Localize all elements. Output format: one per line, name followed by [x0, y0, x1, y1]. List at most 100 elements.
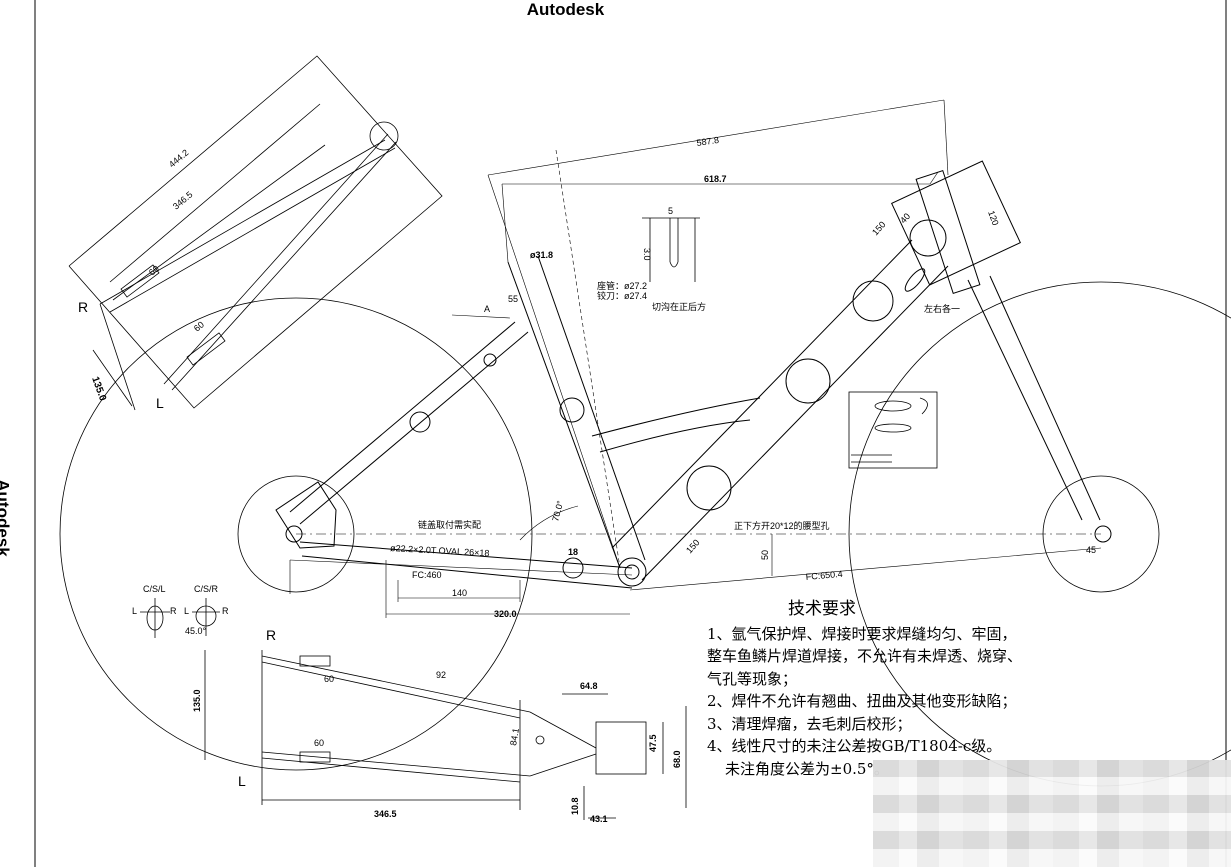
- dim-50: 50: [760, 550, 770, 560]
- down-tube-section-2: [852, 280, 894, 322]
- dim-135b: 135.0: [192, 689, 202, 712]
- side-labels: R L R L: [78, 299, 276, 789]
- notes-title: 技术要求: [788, 599, 856, 619]
- chain-stay-upper: [299, 541, 633, 569]
- blurred-watermark: [873, 760, 1231, 867]
- dim-45: 45: [1086, 545, 1096, 555]
- top-tube-upper: [591, 397, 761, 437]
- dim-45deg: 45.0°: [185, 626, 207, 636]
- inset-detail: [848, 391, 938, 469]
- down-tube-lower: [641, 265, 949, 581]
- dim-841: 84.1: [508, 727, 521, 746]
- dim-line-fc460: [289, 559, 633, 576]
- stay-l-end: [186, 332, 226, 366]
- label-csr: C/S/R: [194, 584, 219, 594]
- technical-requirements: 技术要求 1、氩气保护焊、焊接时要求焊缝均匀、牢固， 整车鱼鳞片焊道焊接，不允许…: [707, 598, 1087, 780]
- cs-r-dropout: [299, 655, 331, 667]
- dim-line-346-a: [112, 144, 326, 301]
- down-tube-upper: [611, 239, 913, 549]
- main-frame: [275, 160, 1112, 589]
- notes-line-2: 整车鱼鳞片焊道焊接，不允许有未焊透、烧穿、: [707, 647, 1023, 665]
- cs-bridge-hole: [535, 735, 545, 745]
- header-title-text: Autodesk: [526, 0, 605, 19]
- label-l-bottom: L: [238, 773, 246, 789]
- leader-a: [451, 314, 511, 319]
- dim-648: 64.8: [580, 681, 598, 691]
- notes-line-1: 1、氩气保护焊、焊接时要求焊缝均匀、牢固，: [707, 624, 1017, 643]
- seat-tube-left: [507, 261, 621, 569]
- seat-stay-bridge: [483, 353, 497, 367]
- chain-stay-detail-bottom: [204, 650, 687, 820]
- seat-stay-lower: [299, 331, 529, 525]
- label-r-top: R: [78, 299, 88, 315]
- dim-120: 120: [986, 209, 1001, 227]
- angle-arc-70: [519, 505, 579, 541]
- top-tube-lower: [599, 419, 751, 453]
- dim-618: 618.7: [704, 174, 727, 184]
- inset-hook: [919, 397, 928, 415]
- inset-box: [848, 391, 938, 469]
- dim-line-135-a: [92, 349, 133, 407]
- dim-318: ø31.8: [530, 250, 553, 260]
- dim-140: 140: [452, 588, 467, 598]
- dim-ext-618-right: [929, 171, 939, 185]
- stay-r-lower: [109, 147, 396, 313]
- notes-line-4: 2、焊件不允许有翘曲、扭曲及其他变形缺陷；: [707, 692, 1017, 710]
- dim-ext-587-left: [487, 174, 621, 569]
- note-chain-cover: 链盖取付需实配: [418, 519, 481, 530]
- dim-150a: 150: [870, 219, 887, 237]
- cs-l-join: [529, 753, 597, 777]
- note-slot-hole: 正下方开20*12的腰型孔: [734, 520, 830, 531]
- notes-line-5: 3、清理焊瘤，去毛刺后校形；: [707, 714, 912, 733]
- note-seat-tube: 座管：ø27.2: [597, 280, 647, 291]
- fork-left: [967, 279, 1083, 521]
- fork-right: [989, 275, 1101, 521]
- dim-60a: 60: [147, 263, 161, 277]
- seat-stay-section: [409, 411, 431, 433]
- notes-line-3: 气孔等现象；: [707, 669, 798, 688]
- dim-line-587: [487, 99, 945, 176]
- dim-55: 55: [508, 294, 518, 304]
- dim-108: 10.8: [570, 797, 580, 815]
- inset-ellipse-1: [874, 400, 912, 412]
- inset-ellipse-2: [874, 423, 912, 433]
- rear-stay-detail-top: [68, 55, 443, 411]
- rear-dropout: [275, 481, 337, 549]
- header-title: Autodesk: [0, 0, 1231, 20]
- dim-346a: 346.5: [171, 189, 195, 211]
- notes-line-7: 未注角度公差为±0.5°。: [725, 759, 889, 778]
- rear-hub-circle: [237, 475, 355, 593]
- notes-line-6: 4、线性尺寸的未注公差按GB/T1804-c级。: [707, 737, 1002, 755]
- label-csl: C/S/L: [143, 584, 166, 594]
- label-csr-r: R: [222, 606, 229, 616]
- stay-l-upper: [163, 133, 389, 385]
- cs-section-symbols: [140, 598, 220, 638]
- chain-stay-bridge: [562, 557, 584, 579]
- head-tube: [915, 169, 981, 295]
- dim-431: 43.1: [590, 814, 608, 824]
- annotation-text: 座管：ø27.2 铰刀：ø27.4 切沟在正后方 左右各一 链盖取付需实配 正下…: [132, 280, 960, 616]
- dim-60d: 60: [314, 738, 324, 748]
- dim-60c: 60: [324, 674, 334, 684]
- cs-r-upper: [261, 655, 531, 713]
- chain-stay-lower: [301, 555, 633, 589]
- label-l-top: L: [156, 395, 164, 411]
- stay-l-lower: [171, 141, 397, 391]
- label-csl-l: L: [132, 606, 137, 616]
- note-fc650: FC:650.4: [805, 569, 843, 582]
- seat-tube-section: [559, 397, 585, 423]
- stay-outline-box: [68, 55, 443, 409]
- dim-line-444: [109, 103, 321, 283]
- dim-a: A: [484, 304, 490, 314]
- dim-135a: 135.0: [89, 375, 108, 403]
- bottom-bracket-inner: [624, 564, 640, 580]
- dim-ext-618-left: [501, 183, 509, 263]
- slot-end: [669, 261, 679, 268]
- dim-587: 587.8: [696, 135, 720, 148]
- cs-r-join: [529, 711, 597, 749]
- dim-ext-587-right: [943, 99, 949, 176]
- seat-stay-upper: [289, 321, 516, 513]
- note-both-sides: 左右各一: [924, 303, 960, 314]
- side-title: Autodesk: [0, 479, 13, 557]
- down-tube-section-3: [686, 465, 732, 511]
